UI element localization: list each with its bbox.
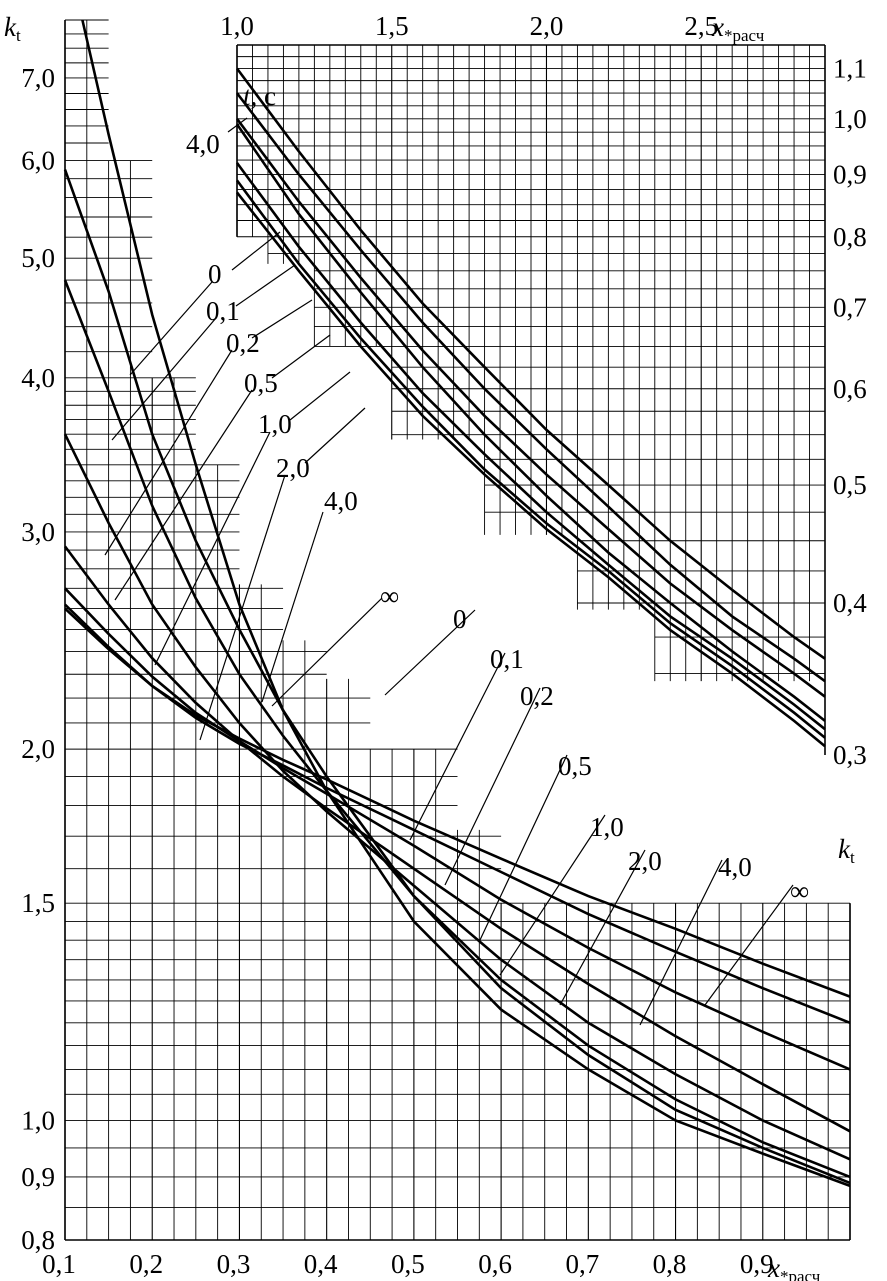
upper-y-tick-label: 0,4 — [833, 588, 867, 618]
upper-y-tick-label: 0,3 — [833, 740, 867, 770]
upper-curve-leader — [304, 407, 366, 464]
curve-label: 0,2 — [226, 328, 260, 358]
lower-curve-leader — [114, 389, 253, 601]
upper-curve-leader — [289, 371, 351, 421]
lower-curve-1 — [63, 169, 851, 1185]
lower-curve-label: 2,0 — [628, 846, 662, 876]
upper-y-tick-label: 0,7 — [833, 292, 867, 322]
lower-curve-label: ∞ — [790, 876, 809, 906]
lower-x-tick-label: 0,8 — [653, 1249, 687, 1279]
upper-t-label: t, с — [243, 81, 276, 111]
upper-curve-1 — [235, 179, 826, 739]
lower-curve-leader — [111, 317, 217, 441]
curve-label: 1,0 — [258, 409, 292, 439]
lower-x-tick-label: 0,6 — [478, 1249, 512, 1279]
lower-curve-label: 0 — [453, 604, 467, 634]
lower-x-tick-label: 0,4 — [304, 1249, 338, 1279]
lower-y-tick-label: 1,5 — [21, 888, 55, 918]
lower-curve-5 — [64, 587, 851, 1071]
lower-curve-leader — [104, 349, 233, 556]
upper-curve-label-4: 4,0 — [186, 129, 220, 159]
lower-y-tick-label: 3,0 — [21, 517, 55, 547]
curve-label: ∞ — [380, 581, 399, 611]
upper-y-tick-label: 0,6 — [833, 374, 867, 404]
upper-y-tick-label: 0,9 — [833, 160, 867, 190]
lower-curve-leader — [479, 754, 568, 941]
lower-curve-label: 4,0 — [718, 852, 752, 882]
lower-curve-leader — [261, 511, 324, 703]
lower-curve-leader — [409, 652, 506, 841]
lower-curve-leader — [154, 431, 271, 666]
upper-y-axis-title: kt — [838, 834, 855, 867]
lower-x-tick-label: 0,1 — [42, 1249, 76, 1279]
upper-x-tick-label: 1,0 — [220, 11, 254, 41]
lower-curve-leader — [129, 281, 213, 376]
curve-label: 2,0 — [276, 453, 310, 483]
lower-curve-leader — [271, 597, 383, 707]
upper-chart-curves — [235, 67, 826, 748]
lower-y-tick-label: 6,0 — [21, 146, 55, 176]
lower-curve-3 — [63, 433, 851, 1161]
lower-x-tick-label: 0,9 — [740, 1249, 774, 1279]
upper-curve-4 — [235, 118, 826, 698]
lower-curve-label: 0,1 — [490, 644, 524, 674]
lower-curve-leader — [199, 474, 286, 741]
upper-curve-6 — [235, 67, 826, 660]
lower-curve-2 — [63, 279, 851, 1179]
lower-curve-leader — [559, 849, 646, 1006]
curve-label: 0,5 — [244, 368, 278, 398]
upper-x-axis-title: x*расч — [711, 12, 765, 45]
lower-y-tick-label: 0,8 — [21, 1225, 55, 1255]
upper-x-tick-label: 2,5 — [684, 11, 718, 41]
lower-curve-4 — [63, 545, 851, 1133]
lower-curve-leader — [704, 884, 794, 1006]
lower-curve-7 — [64, 607, 851, 998]
lower-x-tick-label: 0,7 — [565, 1249, 599, 1279]
chart-axes — [64, 20, 851, 1241]
curve-label: 4,0 — [324, 486, 358, 516]
lower-curve-leader — [639, 859, 723, 1026]
curve-label: 0,1 — [206, 296, 240, 326]
lower-x-tick-label: 0,5 — [391, 1249, 425, 1279]
lower-y-axis-title: kt — [4, 12, 21, 45]
lower-y-tick-label: 1,0 — [21, 1105, 55, 1135]
upper-x-tick-label: 2,0 — [530, 11, 564, 41]
upper-curve-3 — [235, 123, 826, 722]
lower-x-tick-label: 0,2 — [129, 1249, 163, 1279]
upper-curve-5 — [235, 92, 826, 683]
lower-curve-label: 1,0 — [590, 812, 624, 842]
upper-y-tick-label: 0,5 — [833, 470, 867, 500]
upper-y-tick-label: 1,0 — [833, 104, 867, 134]
upper-y-tick-label: 0,8 — [833, 222, 867, 252]
upper-x-tick-label: 1,5 — [375, 11, 409, 41]
lower-curve-leader — [499, 814, 606, 976]
lower-curve-label: 0,2 — [520, 681, 554, 711]
upper-curve-2 — [235, 162, 826, 731]
upper-curve-leader — [227, 117, 248, 133]
lower-curve-leader — [444, 687, 541, 886]
lower-y-tick-label: 2,0 — [21, 734, 55, 764]
curve-label: 0 — [208, 259, 222, 289]
upper-curve-leader — [251, 299, 313, 339]
upper-curve-leader — [231, 231, 281, 271]
upper-curve-0 — [235, 191, 826, 748]
lower-y-tick-label: 7,0 — [21, 63, 55, 93]
lower-curve-label: 0,5 — [558, 751, 592, 781]
upper-y-tick-label: 1,1 — [833, 53, 867, 83]
curve-label-leaders — [104, 117, 794, 1026]
lower-y-tick-label: 5,0 — [21, 243, 55, 273]
upper-curve-leader — [235, 264, 296, 307]
lower-chart-curves — [63, 19, 851, 1188]
lower-y-tick-label: 4,0 — [21, 363, 55, 393]
lower-x-axis-title: x*расч — [767, 1253, 821, 1281]
lower-y-tick-label: 0,9 — [21, 1162, 55, 1192]
upper-curve-leader — [271, 334, 331, 379]
lower-x-tick-label: 0,3 — [217, 1249, 251, 1279]
lower-curve-leader — [384, 609, 476, 696]
